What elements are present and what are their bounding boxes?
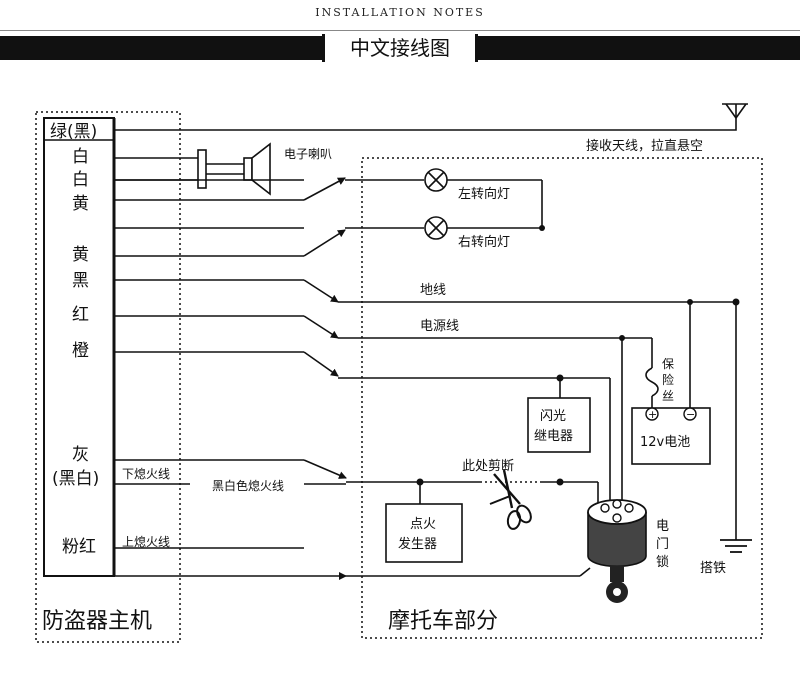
horn-label: 电子喇叭 [284, 146, 332, 161]
moto-section-frame [361, 157, 763, 639]
bw-kill-wire-label: 黑白色熄火线 [212, 478, 284, 493]
flasher-relay [527, 397, 591, 453]
battery-neg-label: − [686, 408, 695, 421]
ignition-label-2: 发生器 [398, 536, 437, 552]
header-top-label: INSTALLATION NOTES [315, 6, 485, 19]
battery-pos-label: + [648, 408, 657, 421]
wire-label-white-1: 白 [72, 147, 89, 167]
lock-label-2: 门 [656, 537, 669, 552]
wire-label-yellow-1: 黄 [72, 194, 89, 214]
lock-label-1: 电 [656, 519, 669, 534]
wire-label-red: 红 [72, 305, 89, 325]
lower-kill-wire-label: 下熄火线 [122, 467, 170, 481]
wire-label-gray: 灰 [72, 445, 89, 465]
right-turn-label: 右转向灯 [458, 234, 510, 250]
host-unit-title: 防盗器主机 [42, 609, 152, 634]
fuse-label-3: 丝 [662, 389, 674, 403]
upper-kill-wire-label: 上熄火线 [122, 535, 170, 549]
power-line-label: 电源线 [420, 319, 459, 334]
right-turn-lamp-icon [424, 216, 448, 240]
flasher-label-1: 闪光 [540, 409, 566, 424]
fuse-label-1: 保 [662, 357, 674, 371]
left-turn-lamp-icon [424, 168, 448, 192]
wire-label-blackwhite: (黑白) [52, 469, 99, 489]
battery [631, 407, 711, 465]
flasher-label-2: 继电器 [534, 429, 573, 444]
wire-label-green: 绿(黑) [50, 122, 97, 142]
antenna-label: 接收天线，拉直悬空 [586, 138, 703, 154]
wire-label-white-2: 白 [72, 170, 89, 190]
wire-label-pink: 粉红 [62, 537, 96, 557]
wire-label-black: 黑 [72, 271, 89, 291]
ignition-generator [385, 503, 463, 563]
chassis-ground-icon [720, 539, 752, 553]
antenna-icon [722, 103, 748, 119]
host-unit-frame [35, 111, 181, 643]
fuse-label-2: 险 [662, 372, 674, 387]
lock-label-3: 锁 [656, 554, 669, 570]
scissors-icon [489, 469, 532, 530]
ignition-lock-icon [587, 499, 647, 603]
left-turn-label: 左转向灯 [458, 186, 510, 202]
ignition-label-1: 点火 [410, 517, 436, 532]
header-divider [0, 30, 800, 31]
moto-section-title: 摩托车部分 [388, 609, 498, 634]
fuse-icon [645, 367, 659, 397]
battery-label: 12v电池 [640, 435, 690, 450]
wire-label-orange: 橙 [72, 341, 89, 361]
horn-icon [197, 142, 271, 196]
cut-here-label: 此处剪断 [462, 458, 514, 474]
ground-line-label: 地线 [420, 283, 446, 298]
chassis-ground-label: 搭铁 [700, 560, 726, 576]
page-title: 中文接线图 [322, 34, 478, 62]
wire-label-yellow-2: 黄 [72, 245, 89, 265]
antenna-wire [114, 118, 737, 131]
